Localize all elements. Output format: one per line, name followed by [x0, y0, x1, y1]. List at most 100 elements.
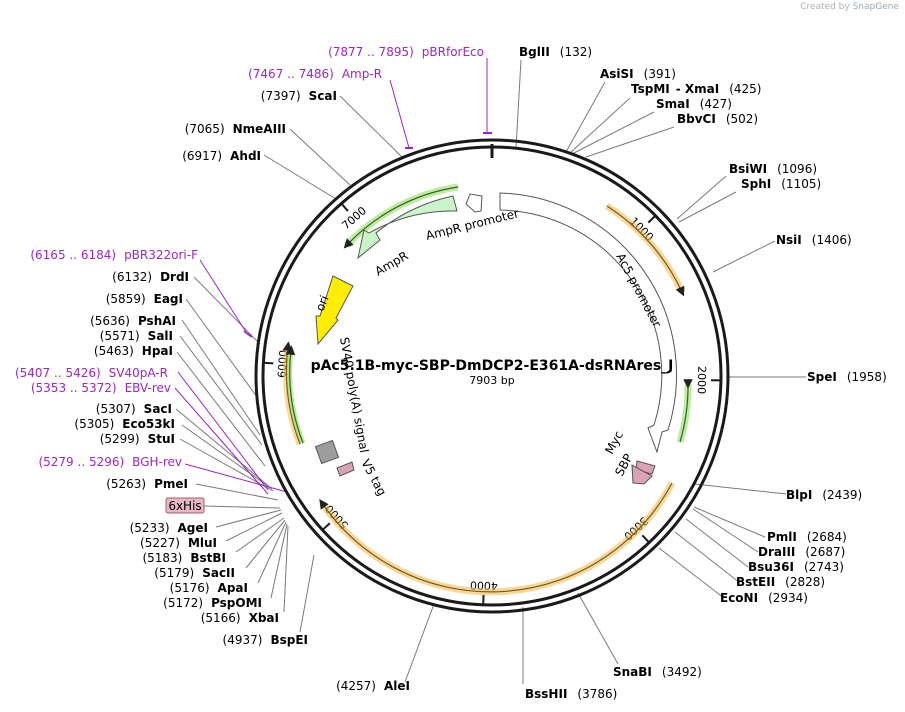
ori-feature[interactable] — [315, 275, 354, 346]
enzyme-position: (5233) — [130, 521, 170, 535]
enzyme-site[interactable]: (5176)ApaI — [170, 581, 248, 595]
enzyme-position: (1406) — [812, 233, 852, 247]
tick-mark — [340, 202, 349, 212]
enzyme-site[interactable]: Bsu36I(2743) — [748, 560, 844, 574]
enzyme-site[interactable]: (4257)AleI — [336, 679, 410, 693]
enzyme-position: (6917) — [182, 149, 222, 163]
enzyme-site[interactable]: SpeI(1958) — [807, 370, 887, 384]
enzyme-name: - XmaI — [676, 82, 719, 96]
enzyme-site[interactable]: (5183) BstBI — [142, 551, 226, 565]
primer-name: Amp-R — [342, 67, 382, 81]
enzyme-name: BssHII — [525, 687, 567, 701]
enzyme-name: AgeI — [178, 521, 208, 535]
ac5-promoter-feature[interactable] — [499, 192, 678, 454]
enzyme-site[interactable]: (7397)ScaI — [261, 89, 337, 103]
ampr-feature[interactable] — [357, 195, 458, 260]
primer-site[interactable]: (5407 .. 5426)SV40pA-R — [15, 366, 168, 380]
enzyme-site[interactable]: (5299)StuI — [100, 432, 175, 446]
sv40-feature[interactable] — [314, 439, 340, 465]
enzyme-position: (5166) — [201, 611, 241, 625]
enzyme-site[interactable]: EcoNI(2934) — [720, 591, 808, 605]
v5-tag-label: V5 tag — [358, 457, 389, 498]
enzyme-position: (425) — [729, 82, 761, 96]
plasmid-length: 7903 bp — [469, 374, 514, 387]
enzyme-site[interactable]: (5172)PspOMI — [163, 596, 262, 610]
enzyme-position: (5305) — [74, 417, 114, 431]
enzyme-labels: BglII(132) AsiSI (391)TspMI - XmaI (425)SmaI… — [74, 45, 886, 701]
enzyme-name: XbaI — [249, 611, 279, 625]
enzyme-position: (5307) — [96, 402, 136, 416]
enzyme-site[interactable]: PmlI(2684) — [767, 530, 847, 544]
enzyme-site[interactable]: (5463)HpaI — [94, 344, 173, 358]
enzyme-position: (391) — [644, 67, 676, 81]
enzyme-name: BstBI — [190, 551, 226, 565]
enzyme-position: (5571) — [100, 329, 140, 343]
enzyme-site[interactable]: (6917)AhdI — [182, 149, 261, 163]
enzyme-site[interactable]: BsiWI(1096) — [729, 162, 817, 176]
sbp-feature[interactable] — [631, 464, 653, 485]
enzyme-position: (5183) — [142, 551, 182, 565]
enzyme-site[interactable]: (4937)BspEI — [223, 633, 308, 647]
enzyme-site[interactable]: (5179)SacII — [154, 566, 235, 580]
enzyme-position: (5172) — [163, 596, 203, 610]
ampr-promoter-feature[interactable] — [465, 193, 483, 213]
enzyme-site[interactable]: BssHII(3786) — [525, 687, 617, 701]
enzyme-site[interactable]: (7065)NmeAIII — [185, 122, 286, 136]
enzyme-position: (3492) — [662, 665, 702, 679]
enzyme-site[interactable]: TspMI - XmaI (425) — [631, 82, 762, 96]
enzyme-site[interactable]: (5166) XbaI — [201, 611, 279, 625]
enzyme-position: (6132) — [112, 270, 152, 284]
primer-site[interactable]: (7877 .. 7895)pBRforEco — [328, 45, 484, 59]
enzyme-position: (5636) — [90, 314, 130, 328]
enzyme-site[interactable]: (5307)SacI — [96, 402, 172, 416]
enzyme-site[interactable]: BbvCI(502) — [677, 112, 758, 126]
primer-site[interactable]: (7467 .. 7486)Amp-R — [248, 67, 382, 81]
enzyme-position: (5463) — [94, 344, 134, 358]
tick-mark — [641, 534, 650, 544]
enzyme-site[interactable]: BstEII(2828) — [736, 575, 825, 589]
tick-mark — [647, 214, 657, 224]
enzyme-site[interactable]: NsiI(1406) — [776, 233, 852, 247]
primer-position: (5279 .. 5296) — [38, 455, 124, 469]
snapgene-logo: SnapGene — [852, 2, 899, 12]
enzyme-name: TspMI — [631, 82, 670, 96]
enzyme-site[interactable]: (6132)DrdI — [112, 270, 189, 284]
enzyme-position: (2934) — [768, 591, 808, 605]
enzyme-site[interactable]: SnaBI (3492) — [613, 665, 702, 679]
enzyme-name: SnaBI — [613, 665, 652, 679]
enzyme-site[interactable]: AsiSI (391) — [600, 67, 676, 81]
primer-name: BGH-rev — [132, 455, 182, 469]
enzyme-site[interactable]: DraIII(2687) — [758, 545, 845, 559]
his-tag-box[interactable] — [165, 497, 205, 514]
enzyme-site[interactable]: (5227)MluI — [140, 536, 217, 550]
primer-position: (6165 .. 6184) — [30, 248, 116, 262]
enzyme-name: AsiSI — [600, 67, 634, 81]
enzyme-site[interactable]: (5305)Eco53kI — [74, 417, 175, 431]
enzyme-name: SalI — [148, 329, 173, 343]
enzyme-site[interactable]: (5859) EagI — [106, 292, 183, 306]
enzyme-site[interactable]: (5571) SalI — [100, 329, 173, 343]
plasmid-name: pAc5.1B-myc-SBP-DmDCP2-E361A-dsRNAres_J — [311, 358, 674, 374]
tick-label: 2000 — [695, 366, 709, 394]
enzyme-site[interactable]: (5263)PmeI — [106, 477, 188, 491]
enzyme-position: (5859) — [106, 292, 146, 306]
primer-site[interactable]: (5279 .. 5296) BGH-rev — [38, 455, 182, 469]
enzyme-position: (1096) — [777, 162, 817, 176]
enzyme-name: PmeI — [154, 477, 188, 491]
enzyme-position: (2828) — [785, 575, 825, 589]
enzyme-position: (1105) — [781, 177, 821, 191]
enzyme-name: EagI — [154, 292, 183, 306]
enzyme-site[interactable]: SphI(1105) — [741, 177, 821, 191]
enzyme-name: BlpI — [786, 488, 812, 502]
enzyme-site[interactable]: (5636)PshAI — [90, 314, 176, 328]
primer-site[interactable]: (6165 .. 6184)pBR322ori-F — [30, 248, 198, 262]
primer-site[interactable]: (5353 .. 5372)EBV-rev — [31, 381, 171, 395]
enzyme-site[interactable]: SmaI(427) — [656, 97, 732, 111]
enzyme-position: (427) — [700, 97, 732, 111]
tick-mark — [263, 361, 274, 365]
enzyme-position: (1958) — [847, 370, 887, 384]
v5-tag-feature[interactable] — [336, 461, 355, 477]
enzyme-site[interactable]: (5233) AgeI — [130, 521, 208, 535]
enzyme-site[interactable]: BlpI(2439) — [786, 488, 862, 502]
enzyme-site[interactable]: BglII(132) — [519, 45, 592, 59]
